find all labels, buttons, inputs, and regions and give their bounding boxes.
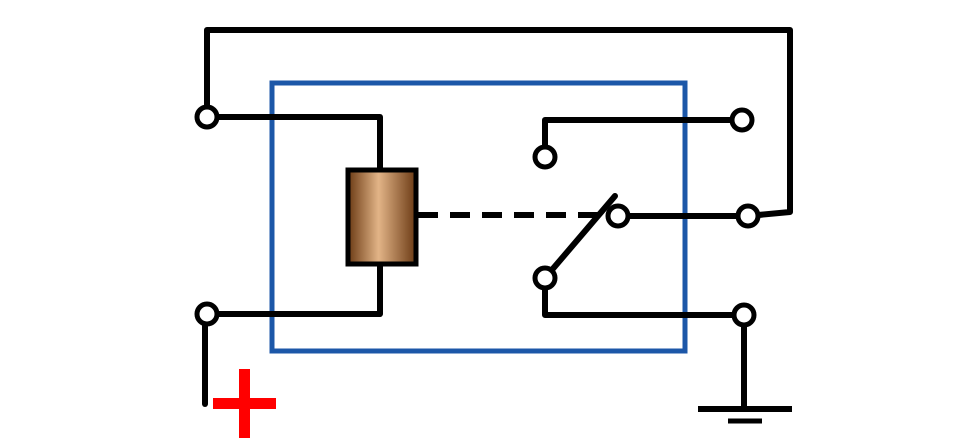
terminal-right-top (729, 107, 755, 133)
terminal-coil-bottom (194, 301, 220, 327)
terminal-upper-contact (532, 144, 558, 170)
relay-coil (345, 167, 419, 267)
terminal-right-bottom (731, 302, 757, 328)
coil-top-lead (204, 114, 383, 173)
switch-blade (542, 193, 618, 281)
terminal-coil-top (194, 104, 220, 130)
coil-bottom-lead (204, 261, 383, 317)
terminal-right-middle (735, 203, 761, 229)
feedback-wire (204, 27, 793, 219)
plus-sign (213, 369, 276, 438)
ground-symbol (698, 406, 792, 424)
terminal-common-contact (605, 203, 631, 229)
terminal-lower-contact (532, 265, 558, 291)
